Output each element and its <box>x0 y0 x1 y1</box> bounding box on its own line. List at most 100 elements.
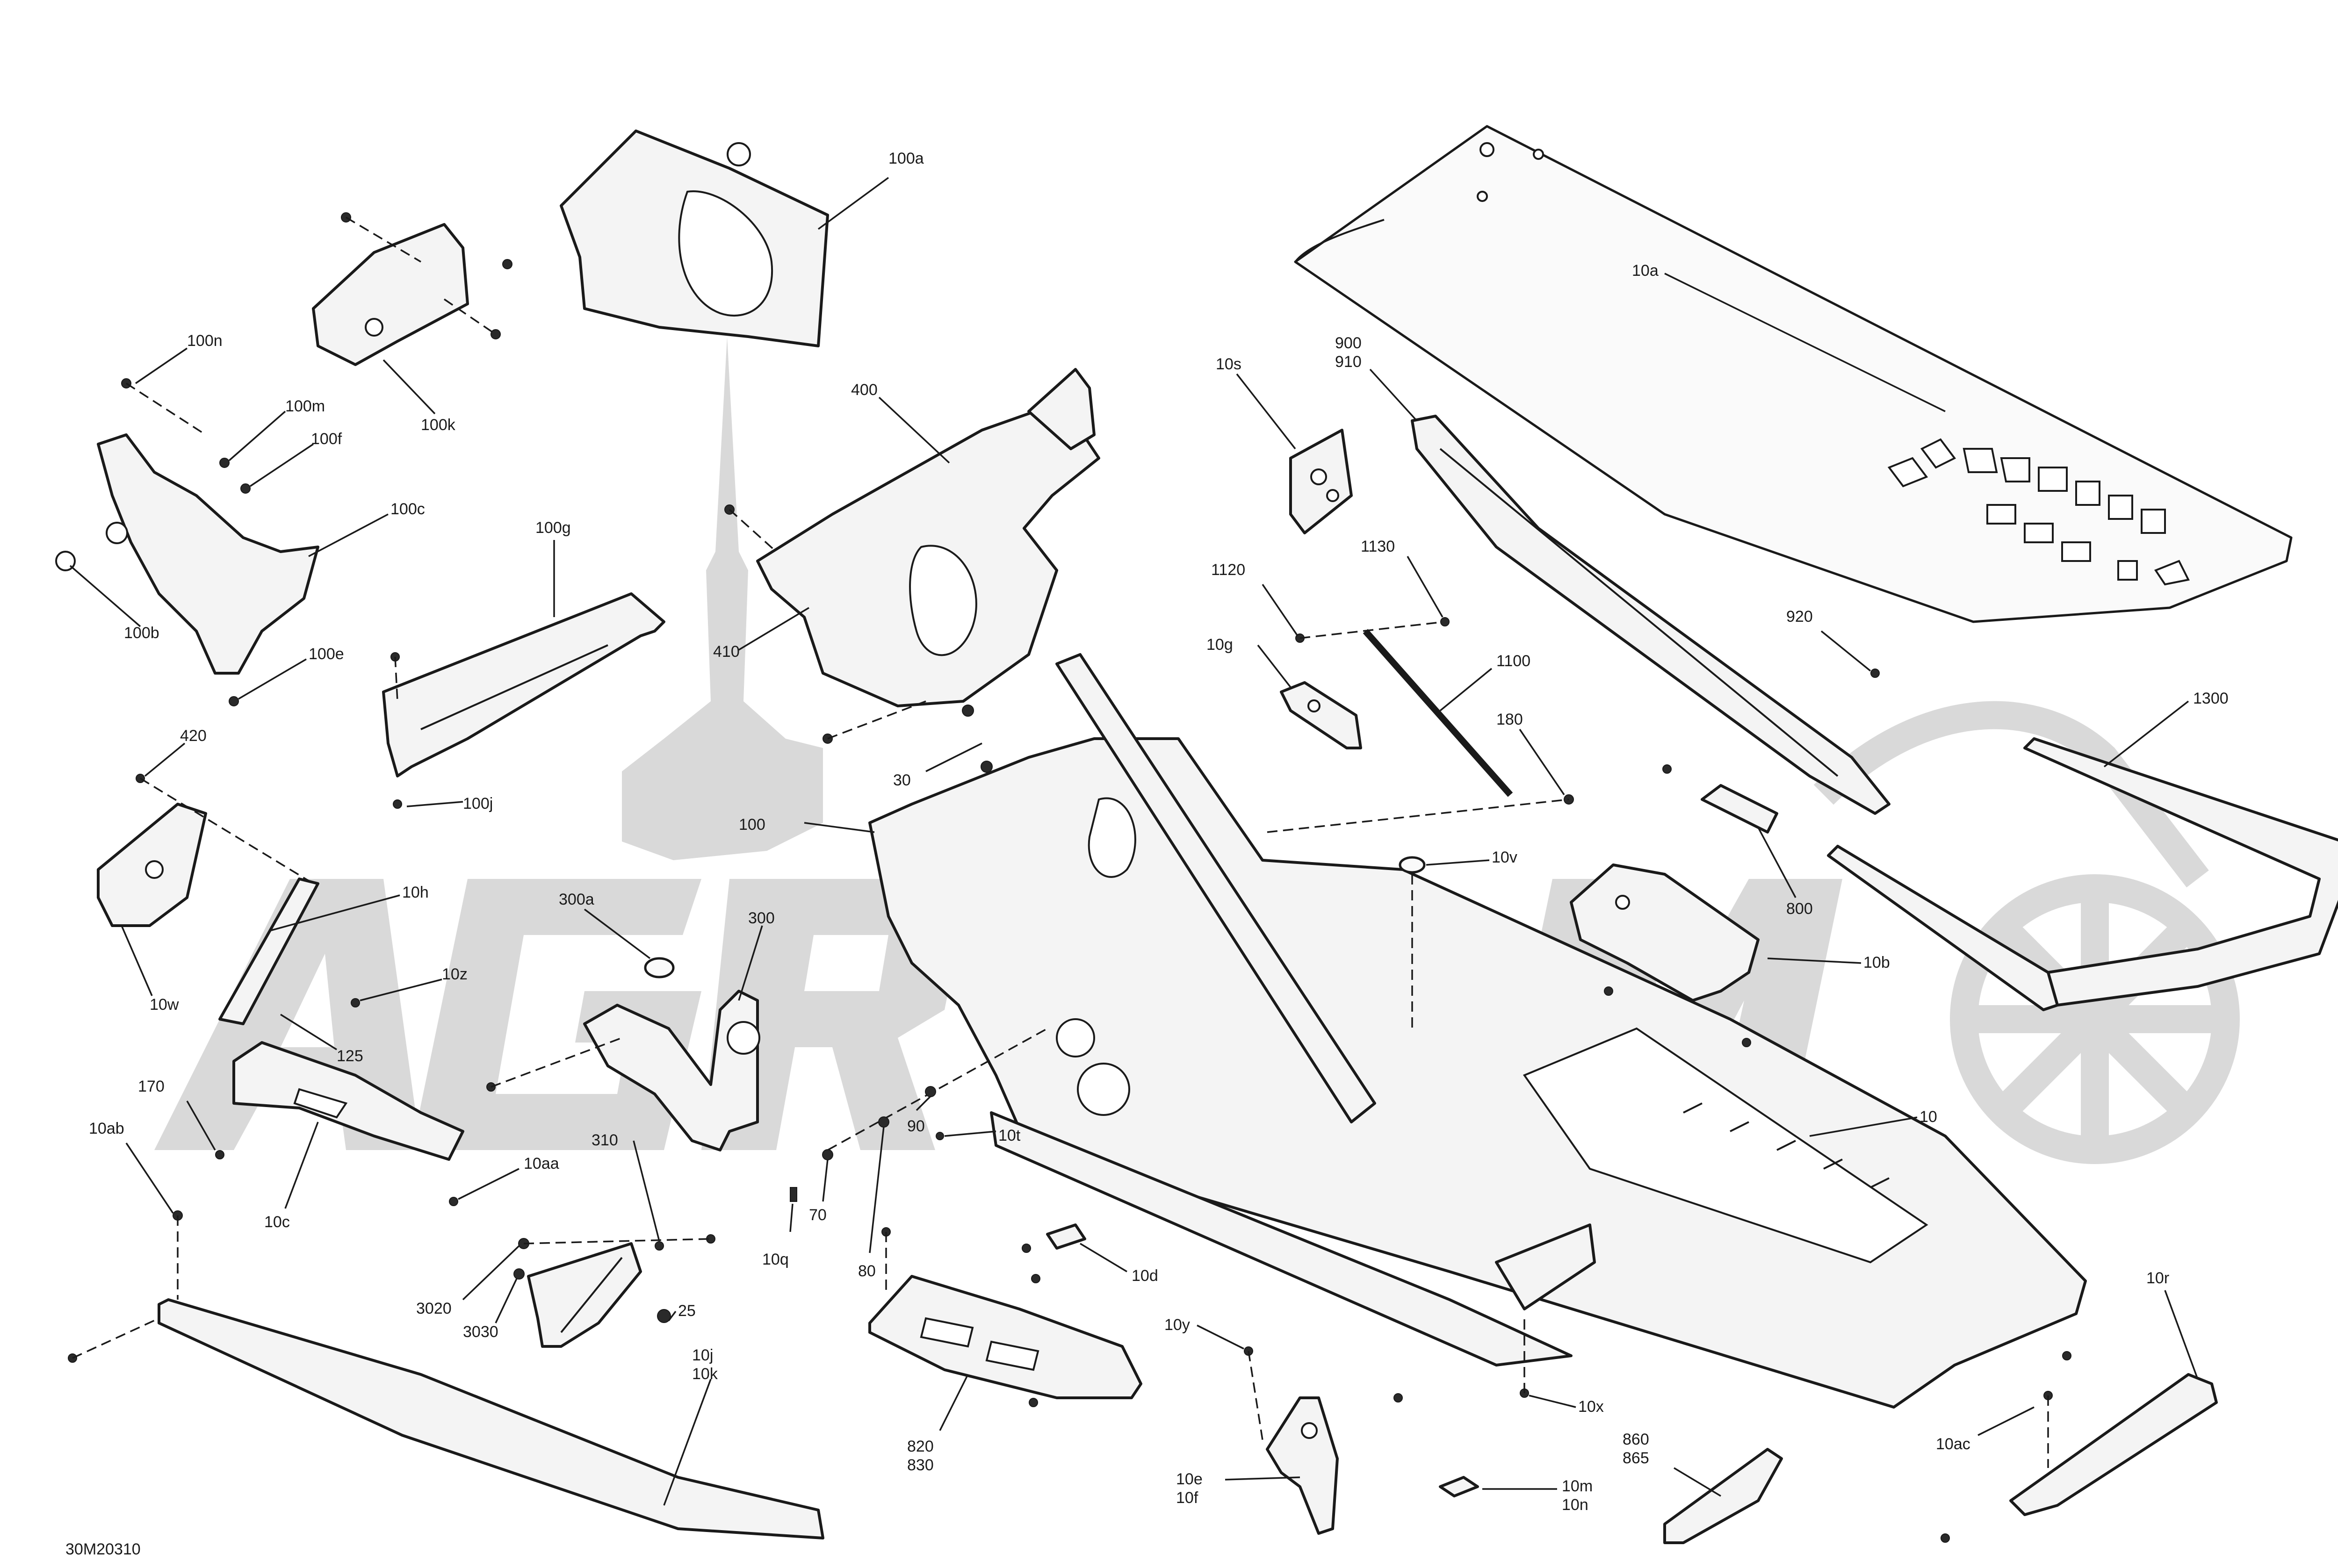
callout-10b: 10b <box>1863 954 1890 971</box>
leader-1100 <box>1439 668 1493 712</box>
leader-800 <box>1757 827 1797 898</box>
callout-10x: 10x <box>1578 1398 1604 1416</box>
callout-310: 310 <box>592 1131 618 1149</box>
fastener-100e <box>229 696 239 706</box>
leader-10h <box>271 894 400 931</box>
grille-420 <box>97 803 207 927</box>
callout-10ab: 10ab <box>89 1120 124 1137</box>
fastener-100m <box>219 458 230 468</box>
callout-10t: 10t <box>998 1127 1021 1144</box>
fastener-10t <box>936 1132 944 1140</box>
callout-10s: 10s <box>1216 355 1241 373</box>
leader-80 <box>869 1126 885 1253</box>
leader-25 <box>668 1310 677 1322</box>
fastener-80 <box>878 1116 889 1128</box>
fastener-170 <box>215 1150 224 1159</box>
fastener-70 <box>822 1149 833 1160</box>
callout-920: 920 <box>1786 608 1813 626</box>
grommet-10v <box>1399 856 1426 874</box>
leader-30 <box>925 742 982 772</box>
tunnel-top-panel <box>1294 125 2293 623</box>
callout-10m: 10m <box>1562 1477 1593 1495</box>
callout-10n: 10n <box>1562 1496 1588 1514</box>
bracket-10b <box>1570 863 1760 1002</box>
callout-3020: 3020 <box>416 1300 452 1317</box>
fastener-line-300 <box>491 1037 622 1088</box>
leader-100e <box>238 658 307 700</box>
fastener-90 <box>925 1086 936 1097</box>
fastener-line-100n <box>126 382 206 436</box>
bumper-1300 <box>1827 737 2338 1011</box>
leader-3020 <box>462 1245 520 1301</box>
fastener-line-410 <box>827 700 926 740</box>
fastener-310 <box>655 1241 664 1251</box>
main-chassis-10 <box>868 653 2087 1409</box>
bracket-plate-100k <box>312 212 512 366</box>
leader-10g <box>1257 644 1292 688</box>
bracket-10e <box>1266 1396 1339 1535</box>
leader-420 <box>144 742 186 777</box>
upper-column-100a <box>560 129 829 347</box>
fastener-line-1120 <box>1299 621 1445 639</box>
callout-80: 80 <box>858 1262 876 1280</box>
leader-10r <box>2164 1290 2199 1380</box>
callout-10h: 10h <box>402 884 429 901</box>
callout-1120: 1120 <box>1211 561 1245 579</box>
callout-10q: 10q <box>762 1251 789 1268</box>
leader-70 <box>822 1159 829 1202</box>
bracket-10g <box>1280 681 1362 749</box>
callout-3030: 3030 <box>463 1323 498 1341</box>
callout-100a: 100a <box>888 150 924 167</box>
leader-3030 <box>495 1278 518 1323</box>
fastener-25 <box>657 1309 671 1323</box>
callout-800: 800 <box>1786 900 1813 918</box>
fastener-line-100k-a <box>346 216 421 263</box>
callout-100m: 100m <box>285 397 325 415</box>
leader-410 <box>738 607 809 651</box>
fastener-line-400 <box>729 509 777 553</box>
callout-180: 180 <box>1496 711 1523 728</box>
bracket-10c <box>232 1041 464 1161</box>
leader-10s <box>1236 373 1296 450</box>
callout-400: 400 <box>851 381 878 399</box>
step-860 <box>1663 1448 1783 1544</box>
fastener-920 <box>1870 669 1880 678</box>
leader-10ac <box>1977 1406 2035 1436</box>
leader-100a <box>817 177 889 230</box>
diagram-id: 30M20310 <box>65 1540 141 1558</box>
callout-865: 865 <box>1623 1449 1649 1467</box>
callout-100g: 100g <box>535 519 571 537</box>
leader-300a <box>584 908 651 959</box>
fastener-10aa <box>449 1197 458 1206</box>
leader-10q <box>789 1203 794 1232</box>
bracket-3020 <box>527 1242 642 1348</box>
callout-300a: 300a <box>559 891 594 908</box>
fastener-line-10j <box>72 1317 159 1359</box>
rod-1100 <box>1363 629 1513 797</box>
callout-10e: 10e <box>1176 1470 1203 1488</box>
fastener-30b <box>981 761 993 773</box>
plate-10d <box>1046 1223 1086 1250</box>
clip-10m <box>1439 1476 1479 1497</box>
leader-1300 <box>2103 700 2189 768</box>
fastener-1130 <box>1440 617 1450 626</box>
callout-10a: 10a <box>1632 262 1659 280</box>
plate-800 <box>1701 784 1778 834</box>
leader-10e <box>1225 1476 1300 1481</box>
callout-300: 300 <box>748 909 775 927</box>
callout-10g: 10g <box>1206 636 1233 654</box>
leader-10c <box>284 1122 319 1209</box>
callout-10w: 10w <box>150 996 179 1014</box>
support-bracket-100g <box>382 592 665 809</box>
callout-1130: 1130 <box>1361 538 1395 555</box>
callout-10d: 10d <box>1132 1267 1158 1285</box>
callout-820: 820 <box>907 1438 934 1455</box>
fastener-line-3020 <box>523 1238 711 1244</box>
callout-25: 25 <box>678 1302 696 1320</box>
fastener-820-b <box>1022 1244 1031 1253</box>
callout-1100: 1100 <box>1496 652 1530 670</box>
rail-10r <box>2009 1373 2218 1516</box>
fastener-100f <box>240 483 251 494</box>
leader-100 <box>804 822 875 833</box>
fastener-10z <box>351 998 360 1007</box>
